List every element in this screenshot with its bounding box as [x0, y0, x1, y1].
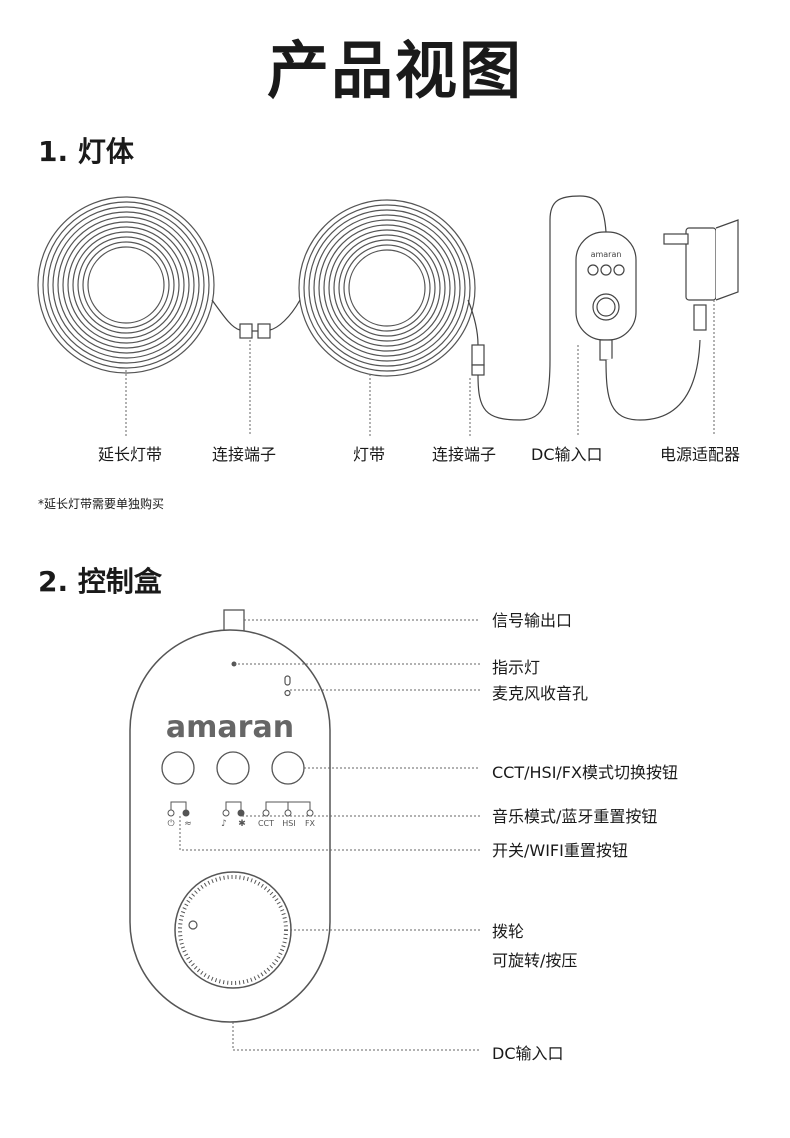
callout-music-button: 音乐模式/蓝牙重置按钮 [492, 807, 658, 826]
mode-label-fx: FX [305, 819, 316, 828]
connector-1 [211, 299, 301, 339]
section2-title: 2. 控制盒 [38, 565, 162, 598]
label-connector-1: 连接端子 [212, 445, 277, 464]
mode-button [271, 751, 305, 785]
dial-mark [188, 920, 198, 930]
extension-strip-coil [37, 196, 215, 374]
callout-dial: 拨轮 [492, 922, 525, 941]
mode-label-hsi: HSI [282, 819, 295, 828]
section1-title: 1. 灯体 [38, 135, 134, 168]
light-strip-coil [298, 199, 476, 377]
footnote: *延长灯带需要单独购买 [38, 497, 165, 511]
wifi-icon: ≈ [184, 819, 192, 829]
callout-power-button: 开关/WIFI重置按钮 [492, 841, 628, 860]
callout-indicator: 指示灯 [492, 658, 541, 677]
mini-controller: amaran [575, 231, 637, 361]
label-connector-2: 连接端子 [432, 445, 497, 464]
label-extension-strip: 延长灯带 [98, 445, 163, 464]
leader-lines [125, 300, 715, 436]
microphone-icon [284, 675, 291, 697]
light-strip-diagram: amaran [37, 195, 739, 436]
callout-signal-output: 信号输出口 [492, 611, 573, 630]
power-button [161, 751, 195, 785]
bluetooth-icon: ✱ [238, 819, 246, 829]
button-legend [167, 801, 314, 817]
label-power-adapter: 电源适配器 [660, 445, 741, 464]
dial [174, 871, 292, 989]
control-box-diagram: amaran ⏻ ≈ ♪ ✱ CCT HSI FX [129, 609, 480, 1051]
label-dc-input: DC输入口 [531, 445, 603, 464]
music-button [216, 751, 250, 785]
mini-brand: amaran [591, 250, 622, 259]
power-adapter [605, 219, 739, 421]
callout-dial-function: 可旋转/按压 [492, 951, 578, 970]
brand-logo: amaran [166, 710, 294, 745]
callout-lines [179, 619, 480, 1051]
page-title: 产品视图 [266, 34, 523, 107]
callout-dc-input: DC输入口 [492, 1044, 564, 1063]
callout-mode-button: CCT/HSI/FX模式切换按钮 [492, 763, 678, 782]
label-light-strip: 灯带 [353, 445, 386, 464]
music-note-icon: ♪ [221, 819, 227, 829]
power-icon: ⏻ [167, 818, 174, 829]
callout-microphone: 麦克风收音孔 [492, 684, 589, 703]
connector-2 [467, 195, 607, 421]
mode-label-cct: CCT [258, 819, 274, 828]
